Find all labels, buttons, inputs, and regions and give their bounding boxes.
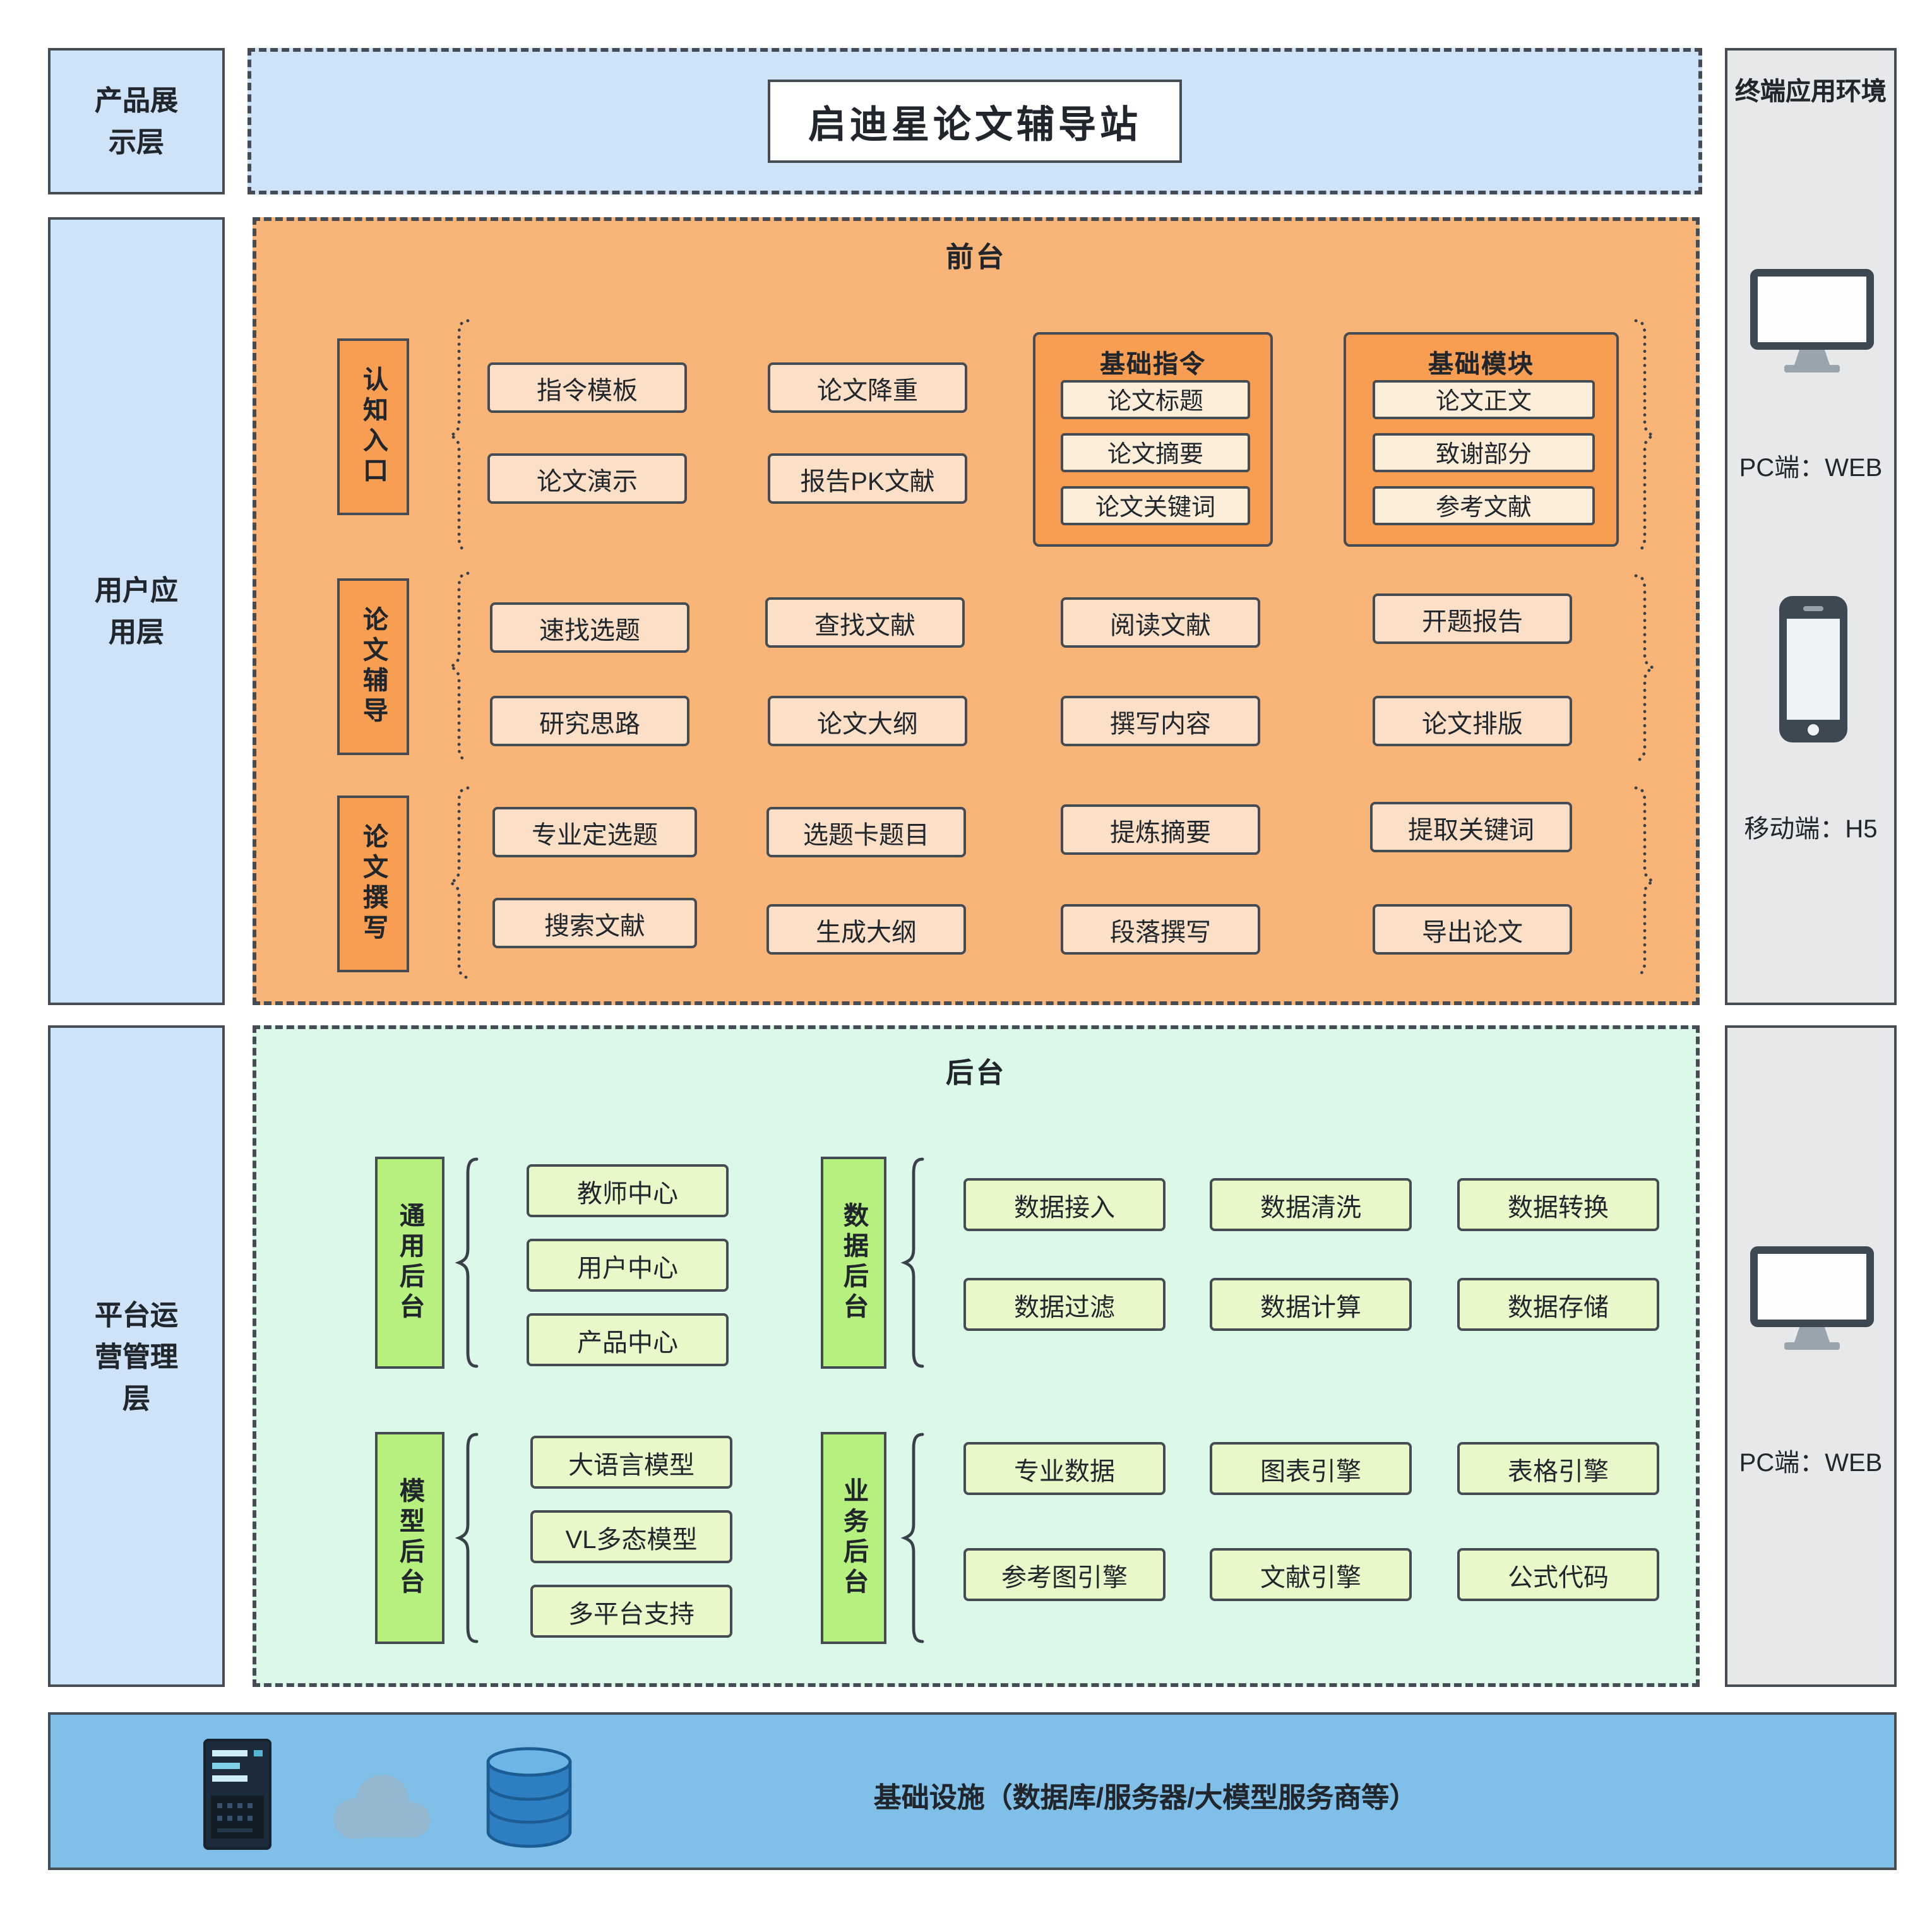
terminal-env-panel-top: 终端应用环境 PC端：WEB 移动端：H5 (1725, 48, 1897, 1005)
mobile-h5-label: 移动端：H5 (1744, 816, 1878, 843)
frontend-node: 提炼摘要 (1061, 804, 1260, 855)
backend-node: 数据存储 (1457, 1278, 1659, 1331)
frontend-node: 论文排版 (1373, 696, 1572, 746)
basic-commands-title: 基础指令 (1100, 351, 1206, 379)
backend-node: 参考图引擎 (963, 1548, 1166, 1601)
backend-node: 数据转换 (1457, 1178, 1659, 1231)
backend-group-label-business: 业务后台 (821, 1432, 886, 1644)
frontend-group-label-paper-writing: 论文撰写 (337, 796, 409, 972)
backend-node: 数据接入 (963, 1178, 1166, 1231)
pc-web-label: PC端：WEB (1739, 1450, 1883, 1477)
frontend-group-label-cognitive-entry: 认知入口 (337, 338, 409, 515)
dotted-brace-right (1634, 319, 1658, 552)
infrastructure-label: 基础设施（数据库/服务器/大模型服务商等） (873, 1782, 1417, 1813)
dotted-brace-left (446, 786, 470, 979)
frontend-node: 提取关键词 (1370, 802, 1572, 852)
frontend-node: 报告PK文献 (768, 453, 967, 504)
terminal-env-panel-bottom: PC端：WEB (1725, 1025, 1897, 1687)
basic-modules-group: 基础模块 论文正文 致谢部分 参考文献 (1344, 332, 1619, 547)
frontend-node: 论文演示 (487, 453, 687, 504)
dotted-brace-left (446, 319, 470, 552)
frontend-node: 段落撰写 (1061, 904, 1260, 955)
frontend-node: 选题卡题目 (766, 807, 966, 857)
page-title: 启迪星论文辅导站 (768, 80, 1182, 163)
solid-brace (455, 1433, 479, 1643)
layer-label-user-application: 用户应用层 (48, 217, 225, 1005)
backend-node: 数据清洗 (1210, 1178, 1412, 1231)
database-icon (486, 1747, 572, 1848)
backend-node: 产品中心 (527, 1313, 729, 1366)
dotted-brace-right (1634, 574, 1658, 762)
backend-group-label-general: 通用后台 (375, 1157, 444, 1369)
dotted-brace-right (1634, 786, 1658, 977)
backend-node: 公式代码 (1457, 1548, 1659, 1601)
frontend-node: 开题报告 (1373, 593, 1572, 644)
backend-node: 数据过滤 (963, 1278, 1166, 1331)
frontend-node: 查找文献 (765, 597, 965, 648)
infrastructure-bar: 基础设施（数据库/服务器/大模型服务商等） (48, 1712, 1897, 1870)
smartphone-icon (1779, 596, 1847, 742)
frontend-section-title: 前台 (945, 241, 1006, 273)
product-title-band: 启迪星论文辅导站 (247, 48, 1702, 194)
backend-node: 大语言模型 (530, 1436, 732, 1489)
backend-node: 教师中心 (527, 1164, 729, 1217)
frontend-node: 导出论文 (1373, 904, 1572, 955)
frontend-group-label-paper-tutoring: 论文辅导 (337, 578, 409, 755)
basic-commands-group: 基础指令 论文标题 论文摘要 论文关键词 (1033, 332, 1273, 547)
frontend-node: 搜索文献 (492, 898, 697, 948)
frontend-subnode: 论文标题 (1061, 380, 1250, 419)
frontend-node: 阅读文献 (1061, 597, 1260, 648)
frontend-subnode: 论文关键词 (1061, 486, 1250, 525)
frontend-subnode: 论文正文 (1373, 380, 1595, 419)
solid-brace (455, 1157, 479, 1368)
monitor-icon (1750, 1246, 1874, 1350)
backend-node: 多平台支持 (530, 1585, 732, 1638)
dotted-brace-left (446, 571, 470, 762)
monitor-icon (1750, 269, 1874, 372)
backend-node: 专业数据 (963, 1442, 1166, 1495)
frontend-node: 撰写内容 (1061, 696, 1260, 746)
backend-node: 表格引擎 (1457, 1442, 1659, 1495)
layer-label-product-display: 产品展示层 (48, 48, 225, 194)
frontend-node: 速找选题 (490, 602, 689, 653)
terminal-env-title: 终端应用环境 (1735, 78, 1887, 106)
backend-node: 用户中心 (527, 1239, 729, 1292)
frontend-subnode: 论文摘要 (1061, 433, 1250, 472)
backend-group-label-model: 模型后台 (375, 1432, 444, 1644)
backend-group-label-data: 数据后台 (821, 1157, 886, 1369)
frontend-subnode: 参考文献 (1373, 486, 1595, 525)
frontend-subnode: 致谢部分 (1373, 433, 1595, 472)
frontend-node: 指令模板 (487, 362, 687, 413)
frontend-node: 论文降重 (768, 362, 967, 413)
basic-modules-title: 基础模块 (1428, 351, 1534, 379)
cloud-icon (333, 1774, 431, 1839)
backend-node: 数据计算 (1210, 1278, 1412, 1331)
pc-web-label: PC端：WEB (1739, 455, 1883, 482)
frontend-node: 研究思路 (490, 696, 689, 746)
backend-node: 文献引擎 (1210, 1548, 1412, 1601)
server-icon (203, 1739, 271, 1850)
layer-label-platform-ops: 平台运营管理层 (48, 1025, 225, 1687)
backend-node: VL多态模型 (530, 1510, 732, 1563)
backend-node: 图表引擎 (1210, 1442, 1412, 1495)
frontend-node: 专业定选题 (492, 807, 697, 857)
backend-section-title: 后台 (945, 1057, 1006, 1088)
frontend-node: 生成大纲 (766, 904, 966, 955)
frontend-node: 论文大纲 (768, 696, 967, 746)
solid-brace (900, 1433, 924, 1643)
solid-brace (900, 1157, 924, 1368)
